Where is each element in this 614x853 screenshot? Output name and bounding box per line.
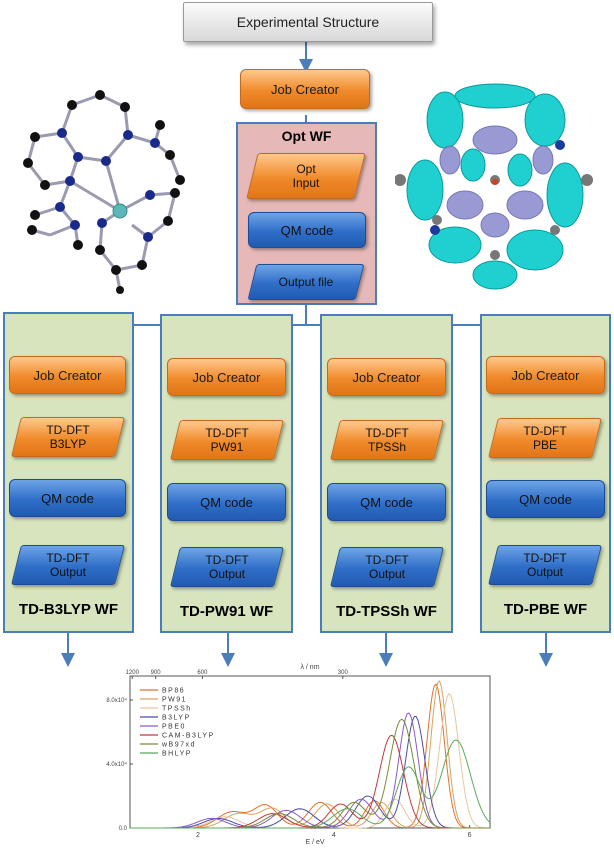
- qm-code-label: QM code: [360, 494, 413, 510]
- output-line1: TD-DFT: [365, 553, 409, 567]
- tddft-output-box-pw91: TD-DFT Output: [170, 547, 284, 587]
- method-line1: TD-DFT: [523, 424, 567, 438]
- qm-code-label: QM code: [41, 490, 94, 506]
- y-tick-label: 4.0x10⁴: [106, 761, 127, 768]
- opt-job-creator-label: Job Creator: [271, 81, 339, 97]
- opt-input-line1: Opt: [296, 162, 316, 176]
- job-creator-box-tpssh: Job Creator: [327, 358, 446, 396]
- top-axis-label: λ / nm: [300, 664, 319, 671]
- molecule-ball-stick-image: [23, 90, 185, 294]
- legend-label: CAM-B3LYP: [162, 733, 215, 740]
- series-line-pbe0: [130, 712, 490, 829]
- opt-input-line2: Input: [292, 176, 320, 190]
- tddft-method-box-tpssh: TD-DFT TPSSh: [330, 420, 444, 460]
- legend-label: TPSSh: [162, 706, 192, 713]
- x-tick-label: 2: [196, 832, 200, 839]
- qm-code-label: QM code: [200, 494, 253, 510]
- job-creator-box-pbe: Job Creator: [486, 356, 605, 394]
- x-axis-label: E / eV: [305, 839, 324, 846]
- legend-label: wB97xd: [161, 742, 196, 749]
- wf-title-tpssh: TD-TPSSh WF: [336, 603, 437, 620]
- top-tick-label: 600: [197, 670, 208, 676]
- tddft-method-box-b3lyp: TD-DFT B3LYP: [11, 417, 125, 457]
- opt-wf-title: Opt WF: [281, 128, 332, 144]
- qm-code-box-pbe: QM code: [486, 480, 605, 518]
- molecule-orbital-image: [395, 83, 593, 290]
- tddft-output-box-tpssh: TD-DFT Output: [330, 547, 444, 587]
- series-line-b3lyp: [130, 716, 490, 829]
- method-line2: TPSSh: [367, 440, 406, 454]
- qm-code-box-b3lyp: QM code: [9, 479, 126, 517]
- wf-title-pw91: TD-PW91 WF: [179, 603, 274, 620]
- legend-label: PBE0: [162, 724, 186, 731]
- job-creator-label: Job Creator: [511, 367, 580, 383]
- x-tick-label: 4: [332, 832, 336, 839]
- opt-qm-code-box: QM code: [248, 212, 366, 248]
- y-tick-label: 0.0: [119, 826, 128, 832]
- x-tick-label: 6: [468, 832, 472, 839]
- wf-title-b3lyp: TD-B3LYP WF: [18, 601, 119, 618]
- opt-input-box: Opt Input: [246, 153, 366, 199]
- output-line2: Output: [49, 565, 87, 579]
- output-line2: Output: [526, 565, 564, 579]
- experimental-structure-box: Experimental Structure: [183, 2, 433, 42]
- wf-title-pbe: TD-PBE WF: [503, 601, 588, 618]
- y-tick-label: 8.0x10⁴: [106, 697, 127, 704]
- tddft-method-box-pw91: TD-DFT PW91: [170, 420, 284, 460]
- top-tick-label: 1200: [126, 670, 140, 676]
- method-line2: B3LYP: [49, 437, 87, 451]
- method-line2: PBE: [532, 438, 557, 452]
- output-line2: Output: [368, 567, 406, 581]
- output-line1: TD-DFT: [46, 551, 90, 565]
- qm-code-box-tpssh: QM code: [327, 483, 446, 521]
- tddft-output-box-pbe: TD-DFT Output: [488, 545, 602, 585]
- opt-output-label: Output file: [278, 275, 334, 289]
- tddft-output-box-b3lyp: TD-DFT Output: [11, 545, 125, 585]
- method-line1: TD-DFT: [205, 426, 249, 440]
- qm-code-label: QM code: [519, 491, 572, 507]
- job-creator-label: Job Creator: [352, 369, 421, 385]
- legend-label: BHLYP: [162, 751, 192, 758]
- top-tick-label: 900: [151, 670, 162, 676]
- method-line1: TD-DFT: [365, 426, 409, 440]
- job-creator-box-b3lyp: Job Creator: [9, 356, 126, 394]
- experimental-structure-label: Experimental Structure: [236, 14, 380, 30]
- opt-job-creator-box: Job Creator: [240, 69, 370, 109]
- legend-label: BP86: [162, 688, 185, 695]
- legend-label: PW91: [162, 697, 187, 704]
- series-line-bhlyp: [130, 739, 491, 829]
- output-line1: TD-DFT: [523, 551, 567, 565]
- opt-qm-code-label: QM code: [280, 222, 334, 238]
- job-creator-box-pw91: Job Creator: [167, 358, 286, 396]
- top-tick-label: 300: [338, 670, 349, 676]
- method-line1: TD-DFT: [46, 423, 90, 437]
- output-line1: TD-DFT: [205, 553, 249, 567]
- absorption-spectrum-chart: 2 4 6 0.0 4.0x10⁴ 8.0x10⁴ 1200 900 600 300 BP86PW…: [106, 664, 491, 846]
- method-line2: PW91: [210, 440, 244, 454]
- qm-code-box-pw91: QM code: [167, 483, 286, 521]
- legend-label: B3LYP: [162, 715, 191, 722]
- opt-output-box: Output file: [247, 264, 365, 300]
- job-creator-label: Job Creator: [192, 369, 261, 385]
- output-line2: Output: [208, 567, 246, 581]
- tddft-method-box-pbe: TD-DFT PBE: [488, 418, 602, 458]
- job-creator-label: Job Creator: [33, 367, 102, 383]
